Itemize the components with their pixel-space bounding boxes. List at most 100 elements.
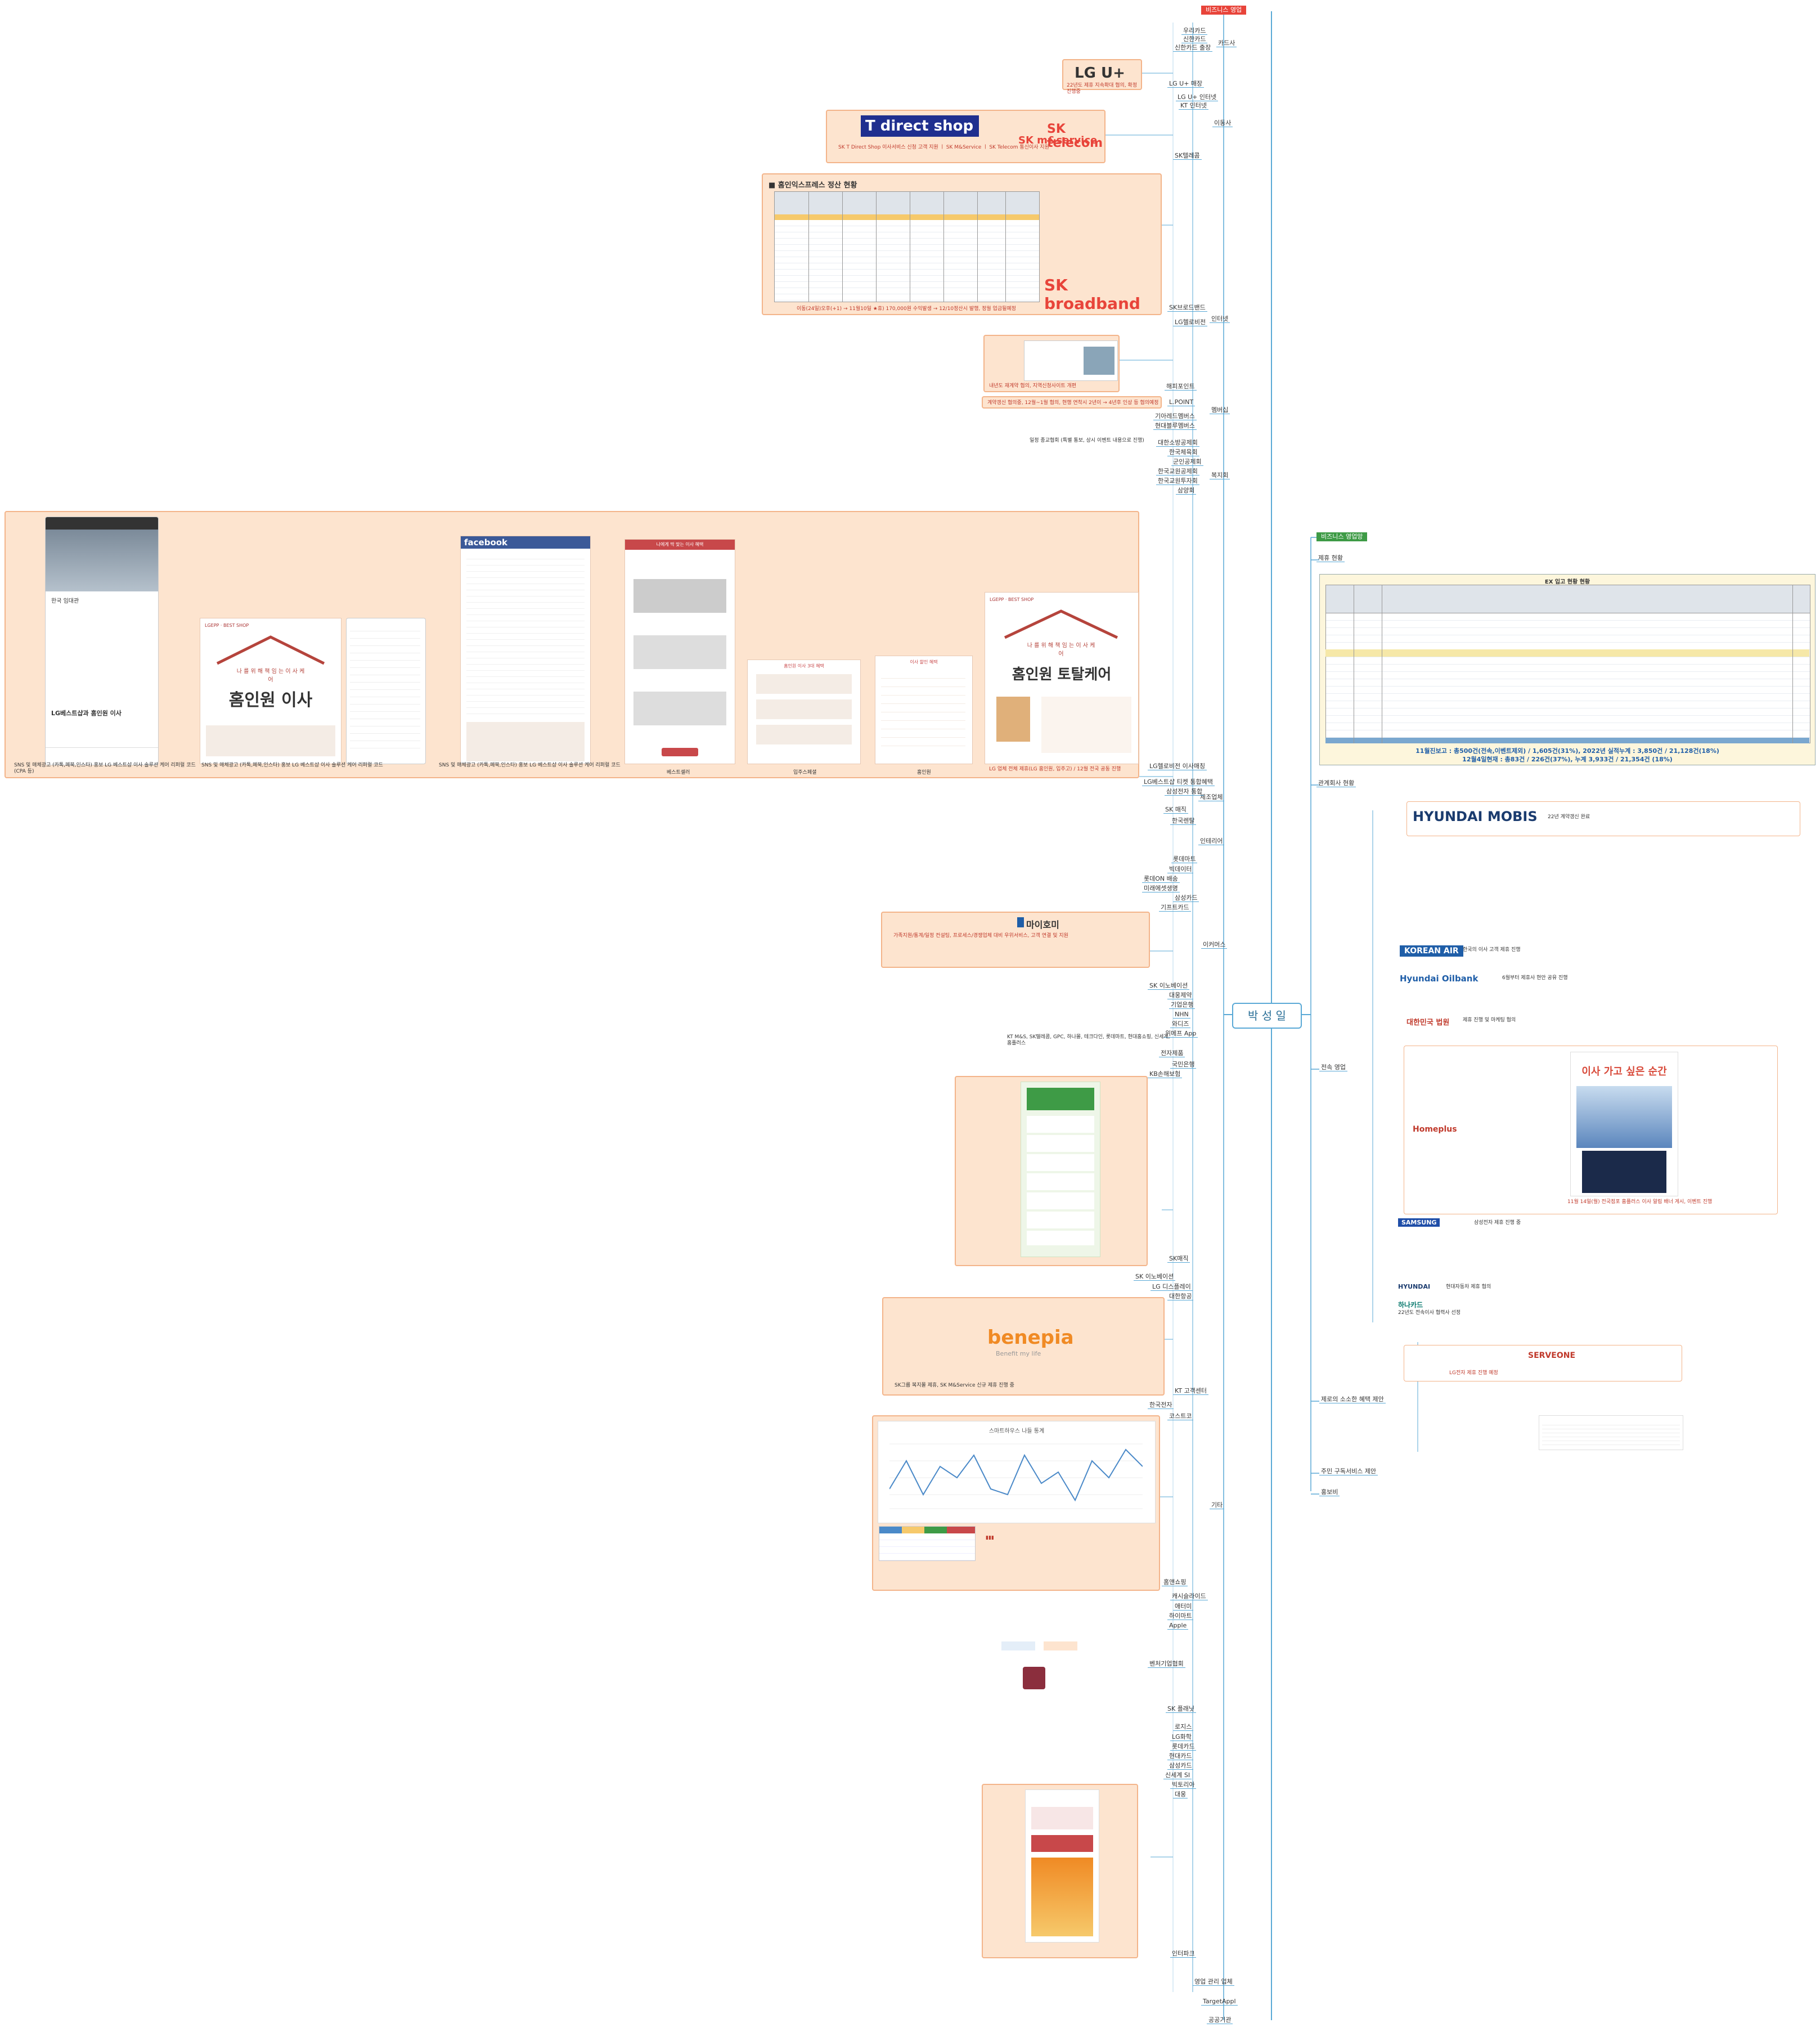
node-hellovision[interactable]: LG헬로비전 xyxy=(1173,319,1208,326)
node-kt-internet[interactable]: KT 인터넷 xyxy=(1179,102,1208,110)
node-lg-chem[interactable]: LG화학 xyxy=(1170,1733,1193,1741)
membership-note-card[interactable]: 계약갱신 협의중, 12월~1월 협의, 현행 연착시 2년이 → 4년후 인상… xyxy=(982,396,1162,409)
node-teacher-invest[interactable]: 한국교원투자회 xyxy=(1156,477,1199,485)
membership-card[interactable]: 내년도 재계약 협의, 지역신청사이트 개편 xyxy=(983,335,1120,392)
node-apple[interactable]: Apple xyxy=(1167,1622,1189,1630)
branch-biz-sales[interactable]: 비즈니스 영업망 xyxy=(1316,532,1368,541)
node-cashslide[interactable]: 캐시슬라이드 xyxy=(1170,1593,1208,1600)
serveone-card[interactable]: SERVEONE LG전자 제휴 진행 예정 xyxy=(1404,1345,1682,1381)
sk-direct-card[interactable]: T direct shop SK m&service SK telecom SK… xyxy=(826,110,1106,163)
node-samsung-integrated[interactable]: 삼성전자 통합 xyxy=(1165,788,1205,796)
node-sk-magic[interactable]: SK 매직 xyxy=(1163,806,1188,814)
myhome-card[interactable]: 마이호미 가족지원/통계/일정 컨설팅, 프로세스/경쟁업체 대비 우위서비스,… xyxy=(881,912,1150,968)
node-atomy[interactable]: 애터미 xyxy=(1173,1603,1194,1611)
node-etc-sk-magic[interactable]: SK매직 xyxy=(1167,1255,1190,1263)
node-hyundai-blue[interactable]: 현대블루멤버스 xyxy=(1153,422,1197,430)
node-woori-card[interactable]: 우리카드 xyxy=(1181,27,1208,35)
node-samsung-card[interactable]: 삼성카드 xyxy=(1173,894,1199,902)
node-sports-welfare[interactable]: 한국체육회 xyxy=(1167,448,1199,456)
promo-caption-1: SNS 및 매체광고 (카톡,페북,인스타) 홍보 LG 베스트샵 이사 솔루션… xyxy=(14,762,196,774)
node-shinhan-trip[interactable]: 신한카드 출장 xyxy=(1173,44,1213,52)
branch-manufacturer[interactable]: 제조업체 xyxy=(1198,793,1225,801)
node-lotteon[interactable]: 롯데ON 배송 xyxy=(1142,875,1180,883)
oilbank-logo: Hyundai Oilbank xyxy=(1400,974,1479,984)
node-etc-samsung-card[interactable]: 삼성카드 xyxy=(1167,1762,1194,1770)
node-gift-card[interactable]: 기프트카드 xyxy=(1159,904,1191,912)
node-logis[interactable]: 로지스 xyxy=(1173,1723,1194,1731)
benepia-card[interactable]: benepia Benefit my life SK그룹 복지몰 제휴, SK … xyxy=(882,1297,1165,1396)
skb-settlement-card[interactable]: ■ 홈인익스프레스 정산 현황 SK broadband 이동(24일)오후(+… xyxy=(762,173,1162,315)
node-shinsegae[interactable]: 신세계 SI xyxy=(1163,1771,1192,1779)
branch-mobile[interactable]: 이동사 xyxy=(1212,119,1233,127)
lguplus-card[interactable]: LG U+ 22년도 제휴 지속확대 협의, 확정진행중 xyxy=(1062,59,1142,95)
node-mirae-life[interactable]: 미래에셋생명 xyxy=(1142,885,1180,892)
mobis-card[interactable]: HYUNDAI MOBIS 22년 계약갱신 완료 xyxy=(1406,801,1800,836)
node-homeandshop[interactable]: 홈앤쇼핑 xyxy=(1162,1578,1188,1586)
node-lgu-store[interactable]: LG U+ 매장 xyxy=(1167,80,1205,88)
node-shinhan-card[interactable]: 신한카드 xyxy=(1181,35,1208,43)
node-costco[interactable]: 코스트코 xyxy=(1167,1412,1194,1420)
branch-affiliates[interactable]: 관계회사 현황 xyxy=(1316,779,1356,787)
node-hello-match[interactable]: LG헬로비전 이사매칭 xyxy=(1148,762,1207,770)
node-bestshop-ticket[interactable]: LG베스트샵 티켓 통합혜택 xyxy=(1142,778,1215,786)
node-samyang[interactable]: 삼양회 xyxy=(1176,487,1197,495)
branch-etc[interactable]: 기타 xyxy=(1210,1501,1225,1509)
node-kia-red[interactable]: 기아레드멤버스 xyxy=(1153,412,1197,420)
node-wadiz[interactable]: 와디즈 xyxy=(1170,1020,1191,1028)
node-lottemart[interactable]: 롯데마트 xyxy=(1171,855,1198,863)
node-hyundai-card[interactable]: 현대카드 xyxy=(1167,1752,1194,1760)
node-venture[interactable]: 벤처기업협회 xyxy=(1148,1660,1185,1668)
top-tag[interactable]: 비즈니스 영업 xyxy=(1201,6,1247,15)
moving-poster-card[interactable] xyxy=(982,1784,1138,1958)
event-card[interactable] xyxy=(955,1076,1148,1266)
node-skb[interactable]: SK브로드밴드 xyxy=(1167,304,1207,312)
node-lgu-internet[interactable]: LG U+ 인터넷 xyxy=(1176,93,1219,101)
node-ibk[interactable]: 기업은행 xyxy=(1169,1001,1196,1009)
node-kb[interactable]: 국민은행 xyxy=(1170,1061,1197,1069)
node-fire-welfare[interactable]: 대한소방공제회 xyxy=(1156,439,1199,447)
node-nhn[interactable]: NHN xyxy=(1173,1011,1190,1019)
node-sk-innovation[interactable]: SK 이노베이션 xyxy=(1148,982,1190,990)
node-happypoint[interactable]: 해피포인트 xyxy=(1165,383,1197,391)
node-lg-display[interactable]: LG 디스플레이 xyxy=(1151,1283,1193,1291)
node-lotte-card[interactable]: 롯데카드 xyxy=(1170,1743,1197,1751)
mobis-text: 22년 계약갱신 완료 xyxy=(1548,814,1590,820)
branch-ecommerce[interactable]: 이커머스 xyxy=(1201,941,1228,949)
homeplus-card[interactable]: Homeplus 이사 가고 싶은 순간 11월 14일(월) 전국점포 홈플러… xyxy=(1404,1046,1778,1214)
branch-promo-cost[interactable]: 홍보비 xyxy=(1319,1488,1340,1496)
node-daewoong-etc[interactable]: 대웅 xyxy=(1173,1791,1188,1798)
node-sk-planet[interactable]: SK 플래닛 xyxy=(1166,1705,1197,1713)
node-etc-sk-innovation[interactable]: SK 이노베이션 xyxy=(1134,1273,1176,1281)
node-korea-elec[interactable]: 한국전자 xyxy=(1148,1401,1174,1409)
node-lpoint[interactable]: L.POINT xyxy=(1167,398,1196,406)
node-bigdata[interactable]: 빅데이터 xyxy=(1167,865,1194,873)
branch-partnership[interactable]: 제휴 현황 xyxy=(1316,554,1345,562)
node-wemakeprice[interactable]: 위메프 App xyxy=(1163,1030,1198,1038)
promo-panel[interactable]: 한국 임대관 LG베스트샵과 홈인원 이사 SNS 및 매체광고 (카톡,페북,… xyxy=(5,511,1139,778)
node-electronics[interactable]: 전자제품 xyxy=(1159,1049,1185,1057)
branch-internet[interactable]: 인터넷 xyxy=(1210,315,1230,323)
node-kt-cs[interactable]: KT 고객센터 xyxy=(1173,1387,1209,1395)
node-korea-rental[interactable]: 한국렌탈 xyxy=(1170,817,1197,825)
node-interpark[interactable]: 인터파크 xyxy=(1170,1950,1197,1958)
branch-public[interactable]: 공공기관 xyxy=(1207,2016,1233,2024)
node-korean-air-etc[interactable]: 대한항공 xyxy=(1167,1293,1194,1300)
branch-welfare[interactable]: 복지회 xyxy=(1210,472,1230,479)
chart-card[interactable]: 스마트하우스 나들 통계 ▮▮▮ xyxy=(872,1415,1160,1591)
node-daewoong[interactable]: 대웅제약 xyxy=(1167,992,1194,999)
branch-membership[interactable]: 멤버십 xyxy=(1210,406,1230,414)
branch-sales-mgmt[interactable]: 영업 관리 업체 xyxy=(1193,1978,1234,1986)
node-teacher-welfare[interactable]: 한국교원공제회 xyxy=(1156,468,1199,476)
root-node[interactable]: 박 성 일 xyxy=(1232,1003,1302,1029)
branch-exclusive-sales[interactable]: 전속 영업 xyxy=(1319,1064,1347,1071)
branch-benefit-proposal[interactable]: 제로의 소소한 혜택 제안 xyxy=(1319,1396,1386,1403)
node-skt[interactable]: SK텔레콤 xyxy=(1173,152,1202,160)
branch-interior[interactable]: 인테리어 xyxy=(1198,837,1225,845)
node-kb-insurance[interactable]: KB손해보험 xyxy=(1148,1070,1183,1078)
node-victoria[interactable]: 빅토리아 xyxy=(1170,1781,1197,1789)
node-himart[interactable]: 하이마트 xyxy=(1167,1612,1194,1620)
branch-card[interactable]: 카드사 xyxy=(1216,39,1237,47)
node-army-welfare[interactable]: 군인공제회 xyxy=(1171,458,1203,466)
branch-target-appl[interactable]: TargetAppl xyxy=(1201,1998,1238,2006)
branch-subscription[interactable]: 주민 구독서비스 제안 xyxy=(1319,1468,1378,1475)
